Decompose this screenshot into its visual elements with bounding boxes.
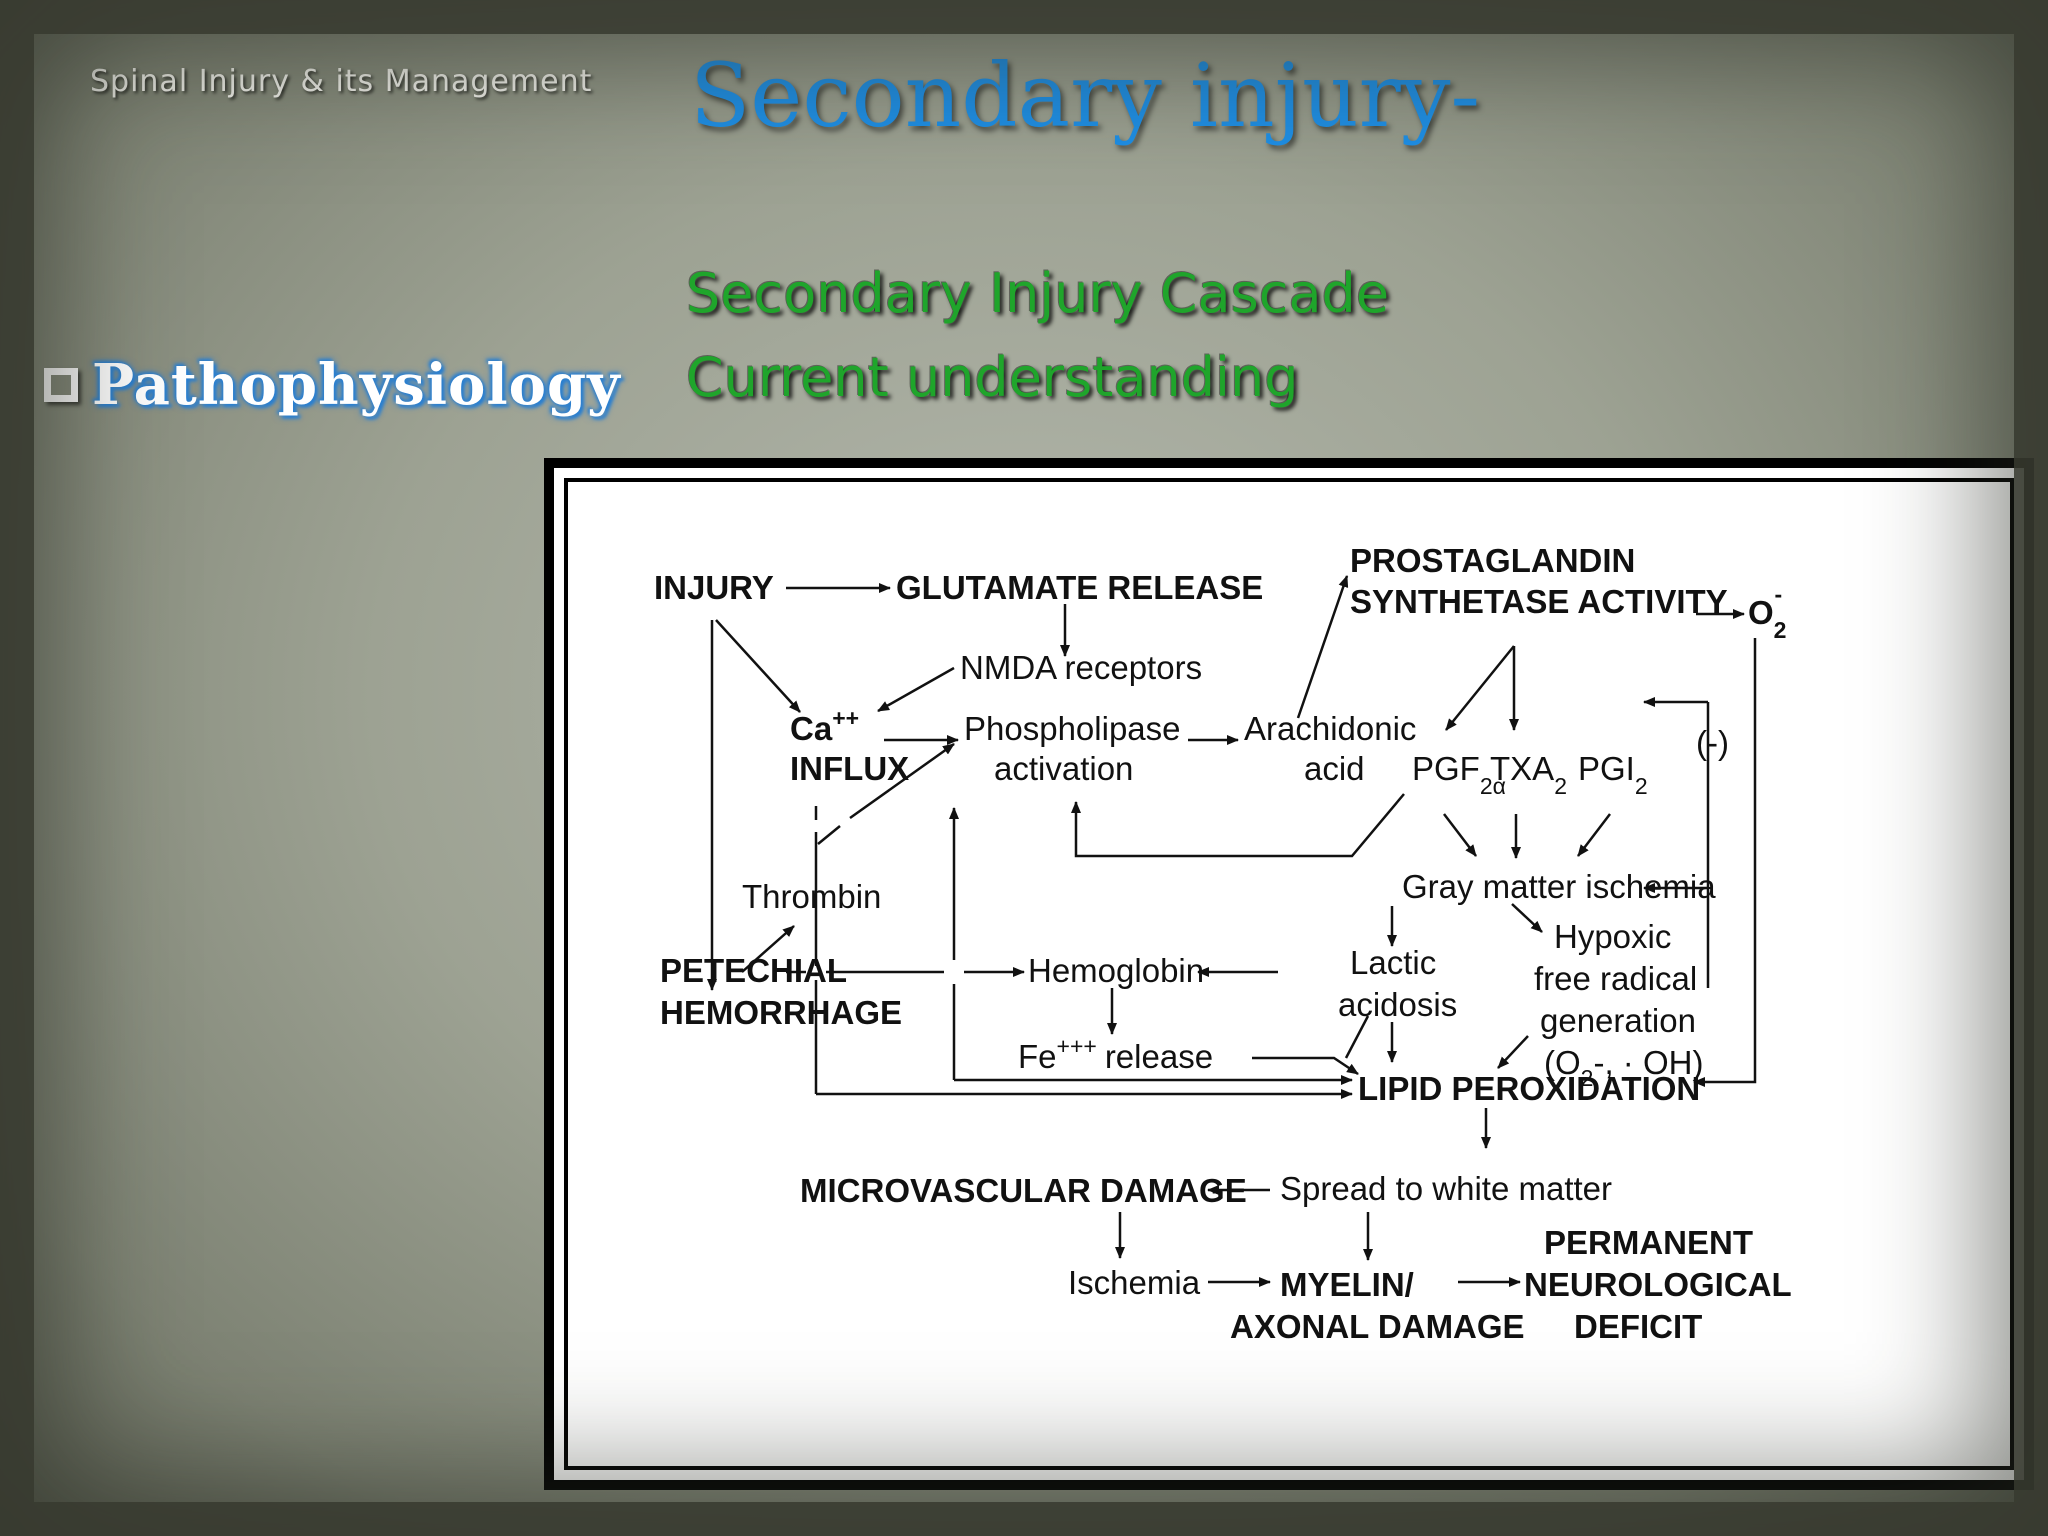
diagram-title: Secondary Injury Cascade xyxy=(686,262,1390,325)
node-activation: activation xyxy=(994,750,1133,787)
node-arachidonic: Arachidonic xyxy=(1244,710,1416,747)
node-prostaglandin-1: PROSTAGLANDIN xyxy=(1350,542,1635,579)
node-lactic: Lactic xyxy=(1350,944,1436,981)
arrow-fe-lipid xyxy=(1252,1056,1359,1076)
node-hypoxic-2: free radical xyxy=(1534,960,1697,997)
node-glutamate-release: GLUTAMATE RELEASE xyxy=(896,569,1263,606)
node-petechial-2: HEMORRHAGE xyxy=(660,994,902,1031)
node-myelin-2: AXONAL DAMAGE xyxy=(1230,1308,1525,1345)
node-superoxide: O2- xyxy=(1748,581,1786,643)
node-hypoxic-3: generation xyxy=(1540,1002,1696,1039)
diagram-panel: INJURY GLUTAMATE RELEASE PROSTAGLANDIN S… xyxy=(544,458,2034,1490)
node-permanent-1: PERMANENT xyxy=(1544,1224,1753,1261)
cascade-diagram: INJURY GLUTAMATE RELEASE PROSTAGLANDIN S… xyxy=(654,542,1792,1345)
node-fe-release: Fe+++release xyxy=(1018,1033,1213,1075)
slide-title: Secondary injury- xyxy=(690,44,1481,147)
node-thrombin: Thrombin xyxy=(742,878,881,915)
node-hypoxic-1: Hypoxic xyxy=(1554,918,1671,955)
arrow-pgf-gray xyxy=(1443,813,1477,857)
node-acidosis: acidosis xyxy=(1338,986,1457,1023)
node-myelin-1: MYELIN/ xyxy=(1280,1266,1414,1303)
arrow-hypoxic-lipid xyxy=(1497,1035,1529,1069)
arrow-group xyxy=(707,575,1757,1287)
node-inhibit: (-) xyxy=(1696,724,1729,761)
node-influx: INFLUX xyxy=(790,750,909,787)
node-phospholipase: Phospholipase xyxy=(964,710,1181,747)
node-hemoglobin: Hemoglobin xyxy=(1028,952,1204,989)
node-pgi: PGI2 xyxy=(1578,750,1648,799)
node-ca: Ca++ xyxy=(790,705,859,747)
arrow-petechial-thrombin xyxy=(741,925,795,973)
bullet-label: Pathophysiology xyxy=(92,352,621,418)
line-lactic-fe xyxy=(1344,1015,1370,1059)
arrow-thrombin-phospholipase2 xyxy=(849,742,955,820)
node-injury: INJURY xyxy=(654,569,774,606)
node-microvascular: MICROVASCULAR DAMAGE xyxy=(800,1172,1247,1209)
diagram-labels: INJURY GLUTAMATE RELEASE PROSTAGLANDIN S… xyxy=(654,542,1792,1345)
node-prostaglandin-2: SYNTHETASE ACTIVITY xyxy=(1350,583,1728,620)
arrow-pgi-gray xyxy=(1577,813,1611,857)
arrow-arachidonic-prostaglandin xyxy=(1296,575,1349,719)
node-hypoxic-4: (O2-, · OH) xyxy=(1544,1044,1703,1091)
node-petechial-1: PETECHIAL xyxy=(660,952,847,989)
node-acid: acid xyxy=(1304,750,1365,787)
deck-label: Spinal Injury & its Management xyxy=(90,64,593,99)
checkbox-bullet-icon xyxy=(44,368,78,402)
node-pgf: PGF2α xyxy=(1412,750,1506,799)
diagram-inner-border xyxy=(564,478,2014,1470)
arrow-injury-ca xyxy=(715,619,801,713)
node-gray-matter: Gray matter ischemia xyxy=(1402,868,1716,905)
node-permanent-3: DEFICIT xyxy=(1574,1308,1702,1345)
bullet-pathophysiology: Pathophysiology xyxy=(44,352,621,418)
diagram-subtitle: Current understanding xyxy=(686,346,1299,409)
arrow-nmda-ca xyxy=(877,666,955,713)
node-permanent-2: NEUROLOGICAL xyxy=(1524,1266,1792,1303)
node-nmda-receptors: NMDA receptors xyxy=(960,649,1202,686)
node-spread: Spread to white matter xyxy=(1280,1170,1612,1207)
arrow-gray-hypoxic xyxy=(1511,903,1543,933)
node-ischemia: Ischemia xyxy=(1068,1264,1201,1301)
node-txa: TXA2 xyxy=(1490,750,1567,799)
arrow-prostaglandin-pgf xyxy=(1445,645,1515,731)
arrow-thrombin-phospholipase xyxy=(817,825,841,845)
arrow-pgf-phospholipase xyxy=(1071,793,1405,858)
arrow-o2-lipid xyxy=(1693,638,1757,1087)
node-lipid-peroxidation: LIPID PEROXIDATION xyxy=(1358,1070,1700,1107)
